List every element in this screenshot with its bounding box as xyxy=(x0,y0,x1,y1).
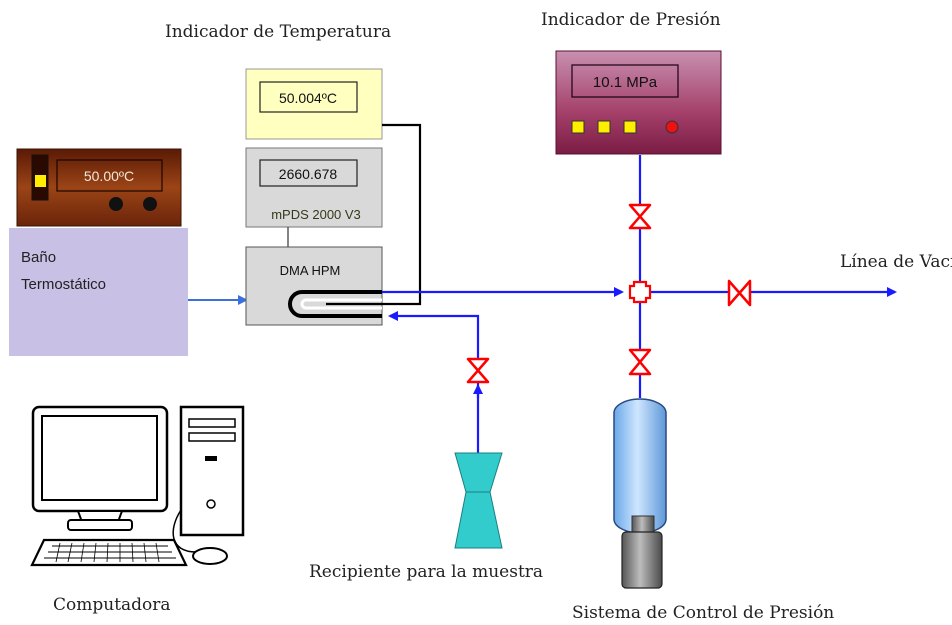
pressure-button-2 xyxy=(597,120,611,134)
computer-label: Computadora xyxy=(53,595,171,615)
pressure-control-label: Sistema de Control de Presión xyxy=(572,603,834,623)
thermostatic-bath-unit: 50.00ºC xyxy=(16,148,182,227)
mpds-display: 2660.678 xyxy=(279,166,338,182)
sample-container xyxy=(454,452,503,549)
pressure-button-1 xyxy=(571,120,585,134)
temperature-display: 50.004ºC xyxy=(279,90,337,106)
pressure-button-3 xyxy=(623,120,637,134)
computer-icon xyxy=(30,405,245,567)
bath-label-line1: Baño xyxy=(21,249,56,266)
dma-hpm-cell: DMA HPM xyxy=(245,246,383,326)
u-tube-outer xyxy=(288,290,382,318)
valve-cylinder xyxy=(628,348,652,376)
temperature-probe-wire xyxy=(326,123,422,306)
mpds-evaluation-unit: 2660.678 mPDS 2000 V3 xyxy=(245,147,383,228)
bath-knob-left xyxy=(109,197,123,211)
bath-panel xyxy=(9,228,188,356)
pressure-indicator-title: Indicador de Presión xyxy=(541,10,721,30)
pressure-display: 10.1 MPa xyxy=(593,74,658,91)
piston-cylinder xyxy=(613,398,667,534)
valve-pressure-indicator xyxy=(628,203,652,230)
pressure-control-system xyxy=(613,398,667,589)
bath-knob-right xyxy=(143,197,157,211)
motor-unit xyxy=(621,531,663,589)
sample-to-dma-line xyxy=(388,311,480,398)
u-tube-inner xyxy=(300,298,382,310)
vacuum-line-label: Línea de Vacío xyxy=(840,252,952,272)
bath-display: 50.00ºC xyxy=(84,168,134,184)
pressure-alarm-light xyxy=(665,120,679,134)
bath-label-line2: Termostático xyxy=(21,276,106,293)
pressure-indicator: 10.1 MPa xyxy=(555,50,722,155)
dma-label: DMA HPM xyxy=(280,263,341,278)
valve-vacuum xyxy=(727,279,752,307)
bath-indicator-light xyxy=(35,175,46,187)
temperature-indicator: 50.004ºC xyxy=(245,68,383,140)
valve-sample xyxy=(466,357,490,384)
cross-fitting xyxy=(628,280,652,304)
mpds-label: mPDS 2000 V3 xyxy=(271,207,361,222)
temperature-indicator-title: Indicador de Temperatura xyxy=(165,22,391,42)
sample-container-label: Recipiente para la muestra xyxy=(309,562,543,582)
